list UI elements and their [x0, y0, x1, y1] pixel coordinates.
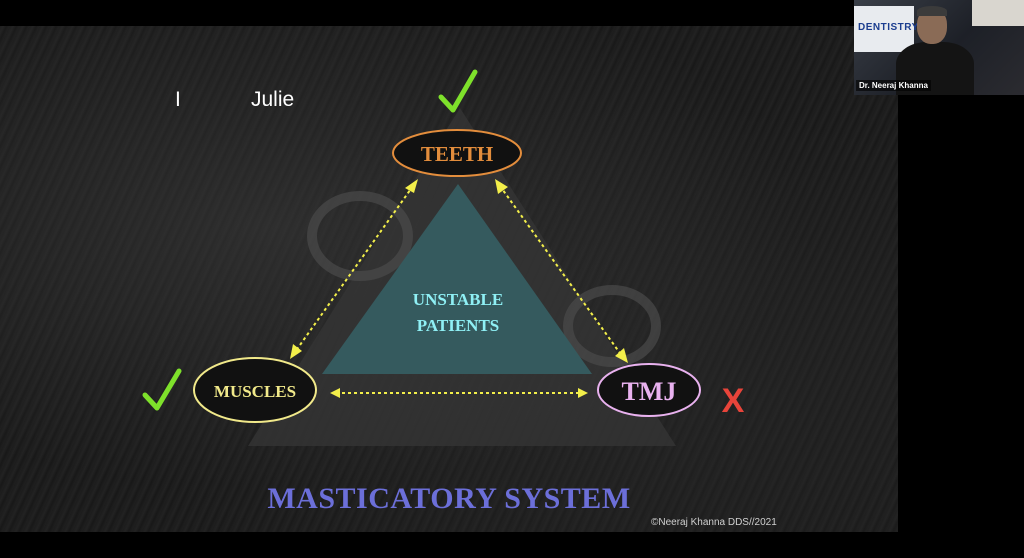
slide-title: MASTICATORY SYSTEM: [267, 482, 631, 515]
arrowhead-4: [615, 348, 628, 363]
background-window: [972, 0, 1024, 26]
background-sign: [854, 6, 914, 52]
inner-triangle: [322, 184, 592, 374]
ring-right: [563, 285, 661, 367]
arrowhead-6: [578, 388, 588, 398]
arrowhead-3: [495, 179, 508, 194]
arrowhead-2: [290, 344, 302, 359]
arrow-lines: [294, 185, 623, 394]
masticatory-diagram: TEETH MUSCLES TMJ UNSTABLE PATIENTS X: [142, 69, 745, 446]
arrowhead-1: [405, 179, 418, 193]
top-bar: [0, 0, 1024, 26]
ring-left: [307, 191, 413, 281]
center-label-line1: UNSTABLE: [413, 290, 503, 309]
muscles-check-icon: [142, 368, 182, 411]
speaker-hair: [917, 6, 947, 16]
sign-text: DENTISTRY: [858, 22, 919, 33]
presentation-slide: I Julie TEETH MUSCLES TMJ UNST: [0, 26, 898, 532]
annotation-text-i: I: [175, 88, 181, 111]
arrow-heads: [290, 179, 628, 398]
muscles-node: [193, 357, 317, 423]
speaker-video-tile[interactable]: DENTISTRY Dr. Neeraj Khanna: [854, 0, 1024, 95]
annotation-text-name: Julie: [251, 88, 295, 111]
tmj-node: [597, 363, 701, 417]
teeth-label: TEETH: [421, 142, 493, 166]
bottom-bar: [0, 532, 1024, 558]
center-label-line2: PATIENTS: [417, 316, 500, 335]
tmj-x-icon: X: [722, 382, 745, 420]
teeth-check-icon: [438, 69, 478, 113]
speaker-name-label: Dr. Neeraj Khanna: [856, 80, 931, 91]
muscles-label: MUSCLES: [214, 382, 296, 401]
copyright-text: ©Neeraj Khanna DDS//2021: [651, 517, 777, 528]
arrowhead-5: [330, 388, 340, 398]
arrow-teeth-muscles: [294, 185, 414, 353]
teeth-node: [392, 129, 522, 177]
tmj-label: TMJ: [622, 377, 677, 406]
arrow-teeth-tmj: [499, 185, 623, 357]
